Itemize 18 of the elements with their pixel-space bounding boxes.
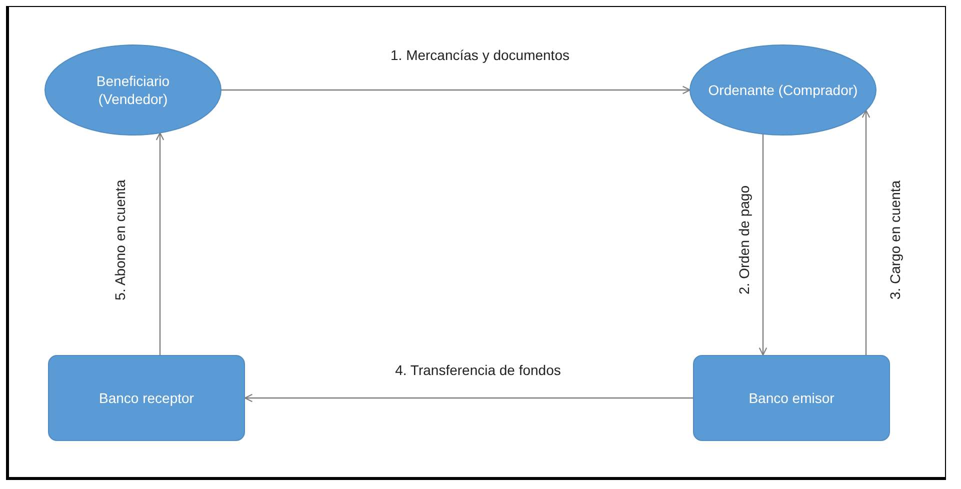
- edge-label: 5. Abono en cuenta: [112, 178, 128, 302]
- edge-label: 1. Mercancías y documentos: [388, 47, 572, 63]
- ellipse-node: [690, 45, 876, 135]
- arrow: [862, 110, 870, 355]
- node-label: Ordenante (Comprador): [707, 80, 859, 100]
- process-box: [693, 355, 890, 441]
- node-label: Banco receptor: [98, 388, 195, 408]
- process-box: [48, 355, 245, 441]
- arrow: [221, 86, 691, 94]
- arrow: [156, 132, 164, 355]
- arrow: [244, 394, 693, 402]
- edge-label: 4. Transferencia de fondos: [393, 362, 563, 378]
- node-label: Beneficiario (Vendedor): [95, 72, 171, 108]
- arrow: [758, 134, 768, 356]
- edge-label: 3. Cargo en cuenta: [887, 178, 903, 302]
- node-label: Banco emisor: [748, 388, 836, 408]
- ellipse-node: [45, 45, 221, 135]
- edge-label: 2. Orden de pago: [736, 184, 752, 296]
